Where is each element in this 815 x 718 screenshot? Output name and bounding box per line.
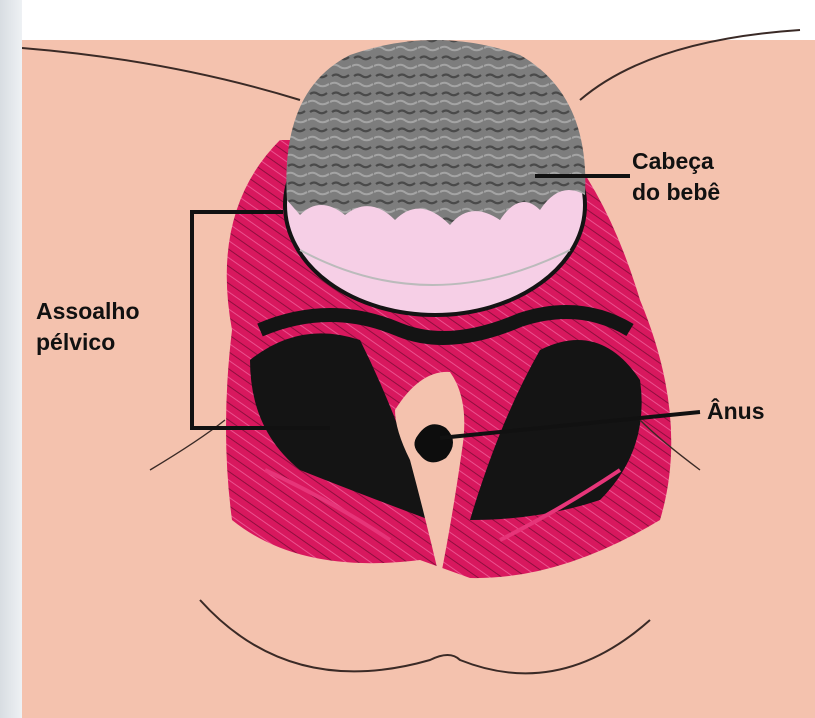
label-anus-text: Ânus	[707, 396, 765, 427]
label-baby-head-line2: do bebê	[632, 177, 720, 208]
left-margin	[0, 0, 22, 718]
label-pelvic-floor-line1: Assoalho	[36, 296, 140, 327]
label-baby-head-line1: Cabeça	[632, 146, 720, 177]
label-pelvic-floor: Assoalho pélvico	[36, 296, 140, 358]
label-anus: Ânus	[707, 396, 765, 427]
label-pelvic-floor-line2: pélvico	[36, 327, 140, 358]
label-baby-head: Cabeça do bebê	[632, 146, 720, 208]
